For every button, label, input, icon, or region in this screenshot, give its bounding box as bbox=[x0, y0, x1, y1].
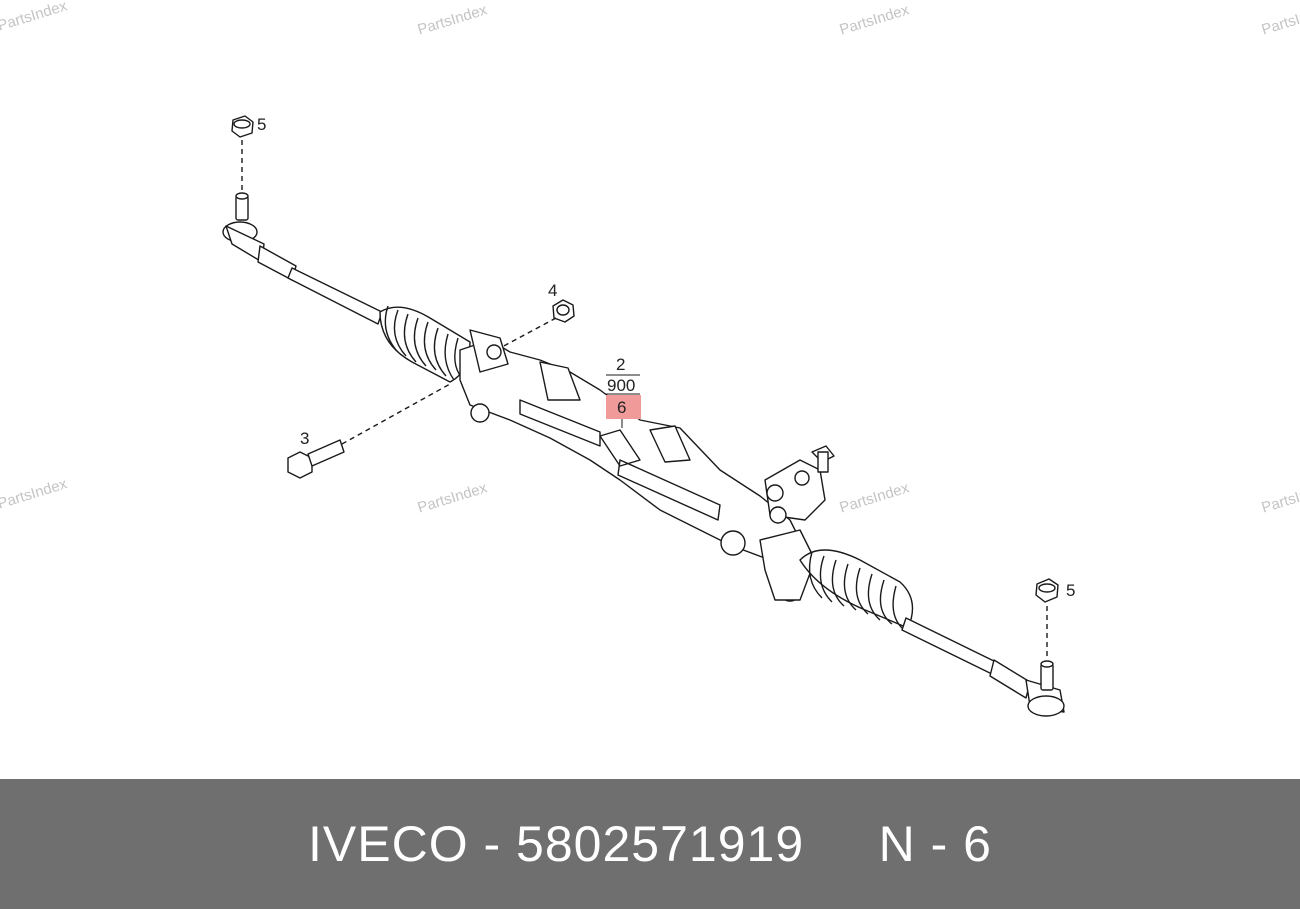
callout-5-top: 5 bbox=[257, 115, 267, 134]
boot-right bbox=[799, 549, 914, 629]
callout-900: 900 bbox=[607, 376, 636, 395]
bolt-3 bbox=[287, 439, 345, 479]
callout-5-bottom: 5 bbox=[1066, 581, 1076, 600]
part-number-label: IVECO - 5802571919 N - 6 bbox=[308, 816, 992, 872]
tie-rod-end-left bbox=[222, 192, 297, 281]
inner-tie-rod-left bbox=[287, 267, 383, 325]
callout-4: 4 bbox=[548, 281, 558, 300]
inner-tie-rod-right bbox=[901, 617, 1001, 677]
callout-6: 6 bbox=[617, 398, 627, 417]
pinion-valve bbox=[764, 445, 835, 524]
nut-5-bottom bbox=[1035, 578, 1059, 603]
steering-rack-diagram: PartsIndex PartsIndex PartsIndex PartsIn… bbox=[0, 0, 1300, 717]
callout-2: 2 bbox=[616, 355, 626, 374]
nut-4 bbox=[552, 299, 575, 323]
tie-rod-end-right bbox=[989, 659, 1065, 717]
nut-5-top bbox=[231, 115, 254, 138]
steering-rack-drawing bbox=[222, 115, 1065, 717]
boot-left bbox=[379, 305, 471, 383]
rack-housing bbox=[459, 329, 816, 602]
part-number-footer: IVECO - 5802571919 N - 6 bbox=[0, 779, 1300, 909]
callout-6-highlight bbox=[606, 395, 641, 419]
callout-3: 3 bbox=[300, 429, 310, 448]
